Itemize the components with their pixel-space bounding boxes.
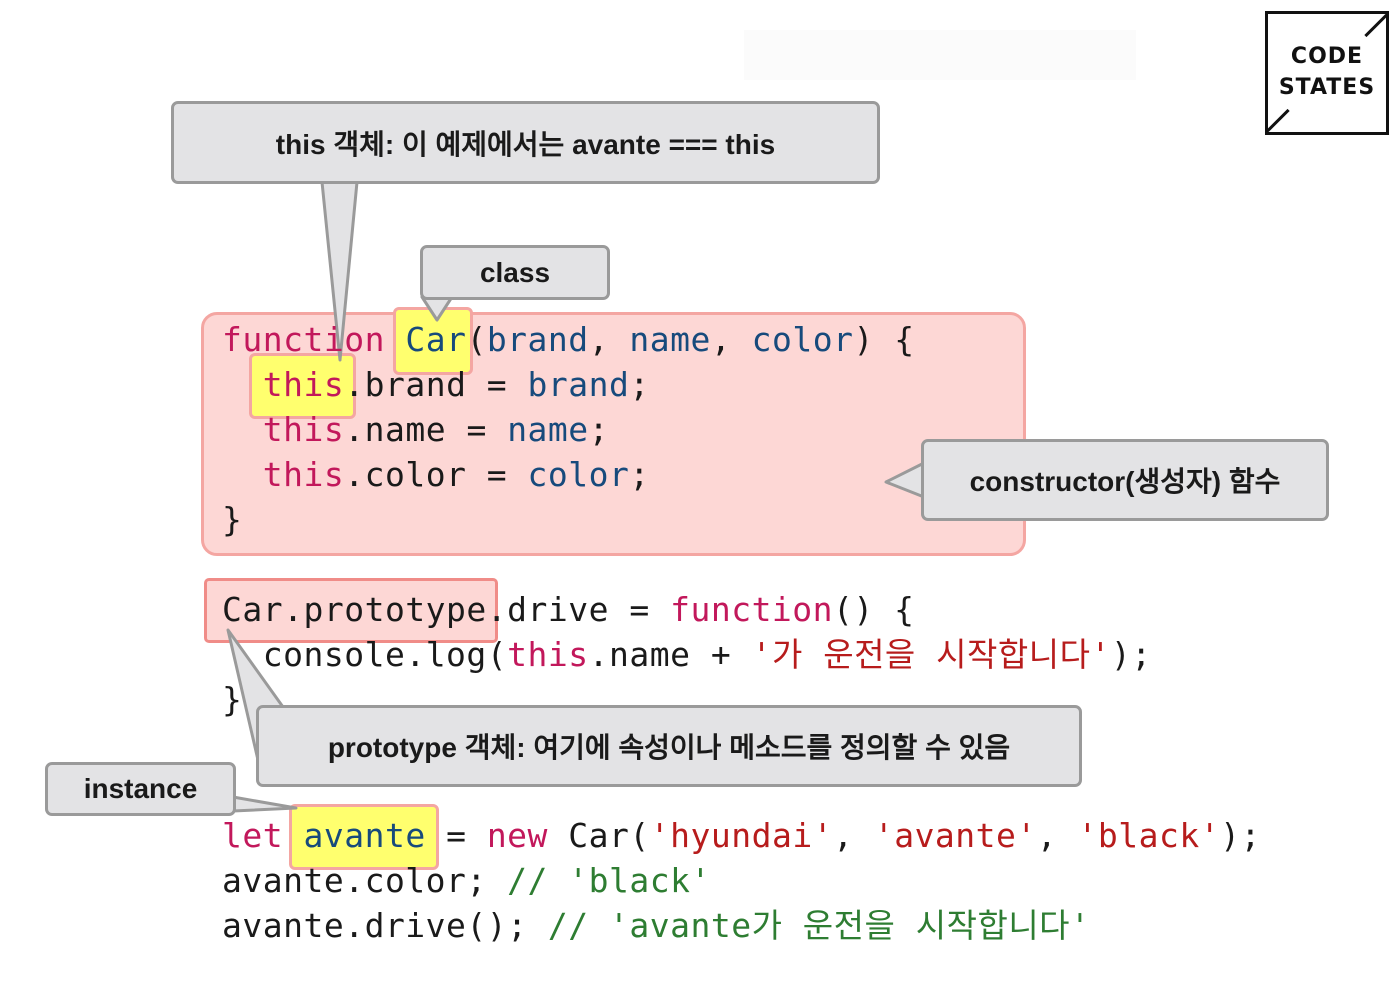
class-callout: class [420,245,610,300]
code-line: this.brand = brand; [262,365,650,404]
code-line: this.color = color; [262,455,650,494]
code-line: this.name = name; [262,410,610,449]
code-line: console.log(this.name + '가 운전을 시작합니다'); [262,635,1152,674]
logo-text-line1: CODE [1290,44,1364,69]
prototype-highlight [204,578,498,643]
this-object-callout-text: this 객체: 이 예제에서는 avante === this [275,128,776,160]
code-line: function Car(brand, name, color) { [222,320,915,359]
prototype-object-callout-text: prototype 객체: 여기에 속성이나 메소드를 정의할 수 있음 [327,732,1011,763]
this-object-callout: this 객체: 이 예제에서는 avante === this [171,101,880,184]
code-line: } [222,500,243,539]
instance-callout-pointer [231,795,298,813]
instance-callout-text: instance [83,773,198,804]
prototype-object-callout: prototype 객체: 여기에 속성이나 메소드를 정의할 수 있음 [256,705,1082,787]
code-line: avante.color; // 'black' [222,861,711,900]
code-line: } [222,680,243,719]
prototype-code: Car.prototype.drive = function() { conso… [222,587,1152,722]
blank-placeholder-box [744,30,1136,80]
instance-callout: instance [45,762,236,816]
code-line: avante.drive(); // 'avante가 운전을 시작합니다' [222,906,1091,945]
instance-code: let avante = new Car('hyundai', 'avante'… [222,813,1261,948]
code-line: Car.prototype.drive = function() { [222,590,915,629]
constructor-callout: constructor(생성자) 함수 [921,439,1329,521]
constructor-callout-text: constructor(생성자) 함수 [969,466,1281,497]
constructor-code: function Car(brand, name, color) { this.… [222,317,915,542]
this-keyword-highlight [249,353,356,419]
class-callout-text: class [479,256,551,288]
code-line: let avante = new Car('hyundai', 'avante'… [222,816,1261,855]
logo-text-line2: STATES [1278,75,1376,100]
instance-variable-highlight [289,804,439,870]
code-states-logo: CODE STATES [1265,11,1389,135]
